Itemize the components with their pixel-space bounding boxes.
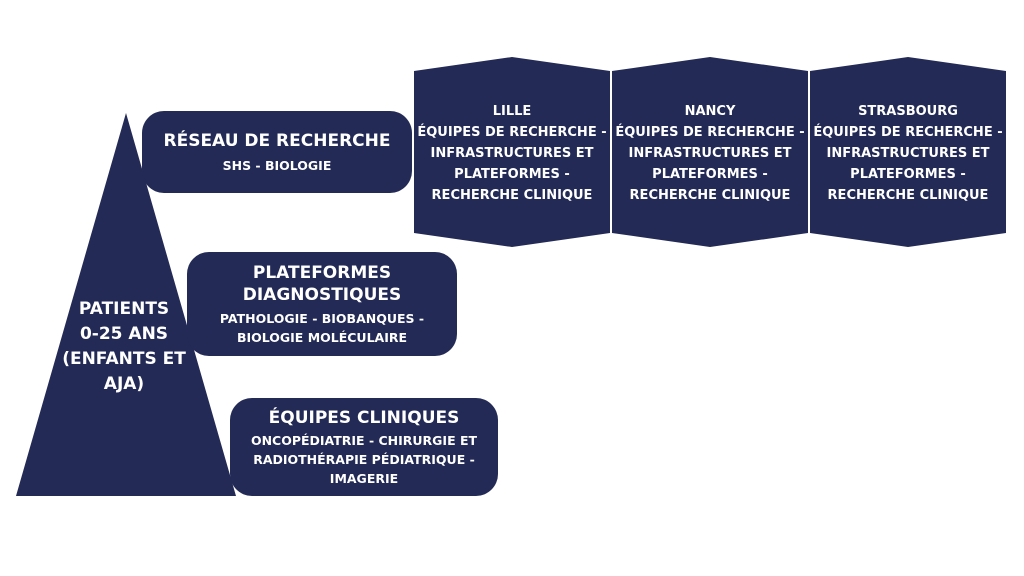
city-name: LILLE	[492, 104, 532, 119]
plateformes-subtitle-line: BIOLOGIE MOLÉCULAIRE	[236, 329, 408, 345]
city-line: RECHERCHE CLINIQUE	[431, 188, 593, 203]
city-line: PLATEFORMES -	[850, 167, 966, 182]
city-line: ÉQUIPES DE RECHERCHE -	[813, 125, 1003, 140]
pyramid-label-line: PATIENTS	[78, 299, 170, 319]
city-name: STRASBOURG	[858, 104, 958, 119]
pyramid-label-line: 0-25 ANS	[79, 324, 169, 344]
reseau-recherche-box: RÉSEAU DE RECHERCHE SHS - BIOLOGIE	[142, 111, 412, 193]
banner-shape	[414, 57, 610, 247]
city-line: RECHERCHE CLINIQUE	[629, 188, 791, 203]
equipes-subtitle-line: IMAGERIE	[329, 470, 399, 486]
equipes-cliniques-box: ÉQUIPES CLINIQUES ONCOPÉDIATRIE - CHIRUR…	[230, 398, 498, 496]
reseau-title: RÉSEAU DE RECHERCHE	[163, 130, 391, 151]
city-banner-lille: LILLE ÉQUIPES DE RECHERCHE - INFRASTRUCT…	[414, 57, 610, 247]
city-line: INFRASTRUCTURES ET	[628, 146, 792, 161]
plateformes-diagnostiques-box: PLATEFORMES DIAGNOSTIQUES PATHOLOGIE - B…	[187, 252, 457, 356]
city-line: PLATEFORMES -	[454, 167, 570, 182]
pyramid-label-line: AJA)	[103, 374, 145, 394]
city-line: INFRASTRUCTURES ET	[826, 146, 990, 161]
city-name: NANCY	[684, 104, 736, 119]
city-line: ÉQUIPES DE RECHERCHE -	[615, 125, 805, 140]
city-banner-nancy: NANCY ÉQUIPES DE RECHERCHE - INFRASTRUCT…	[612, 57, 808, 247]
city-line: RECHERCHE CLINIQUE	[827, 188, 989, 203]
city-line: PLATEFORMES -	[652, 167, 768, 182]
equipes-title: ÉQUIPES CLINIQUES	[268, 407, 460, 428]
pyramid-label-line: (ENFANTS ET	[62, 349, 186, 369]
city-line: INFRASTRUCTURES ET	[430, 146, 594, 161]
plateformes-title-line: DIAGNOSTIQUES	[242, 284, 402, 305]
banner-polygon	[810, 57, 1006, 247]
pyramid-label: PATIENTS 0-25 ANS (ENFANTS ET AJA)	[58, 297, 190, 397]
banner-shape	[612, 57, 808, 247]
banner-polygon	[414, 57, 610, 247]
pyramid-triangle	[16, 113, 236, 496]
reseau-subtitle: SHS - BIOLOGIE	[222, 157, 332, 173]
plateformes-title-line: PLATEFORMES	[252, 262, 392, 283]
plateformes-subtitle-line: PATHOLOGIE - BIOBANQUES -	[219, 310, 425, 326]
banner-shape	[810, 57, 1006, 247]
equipes-subtitle-line: RADIOTHÉRAPIE PÉDIATRIQUE -	[253, 451, 475, 467]
banner-polygon	[612, 57, 808, 247]
city-banner-strasbourg: STRASBOURG ÉQUIPES DE RECHERCHE - INFRAS…	[810, 57, 1006, 247]
equipes-subtitle-line: ONCOPÉDIATRIE - CHIRURGIE ET	[250, 432, 478, 448]
city-line: ÉQUIPES DE RECHERCHE -	[417, 125, 607, 140]
